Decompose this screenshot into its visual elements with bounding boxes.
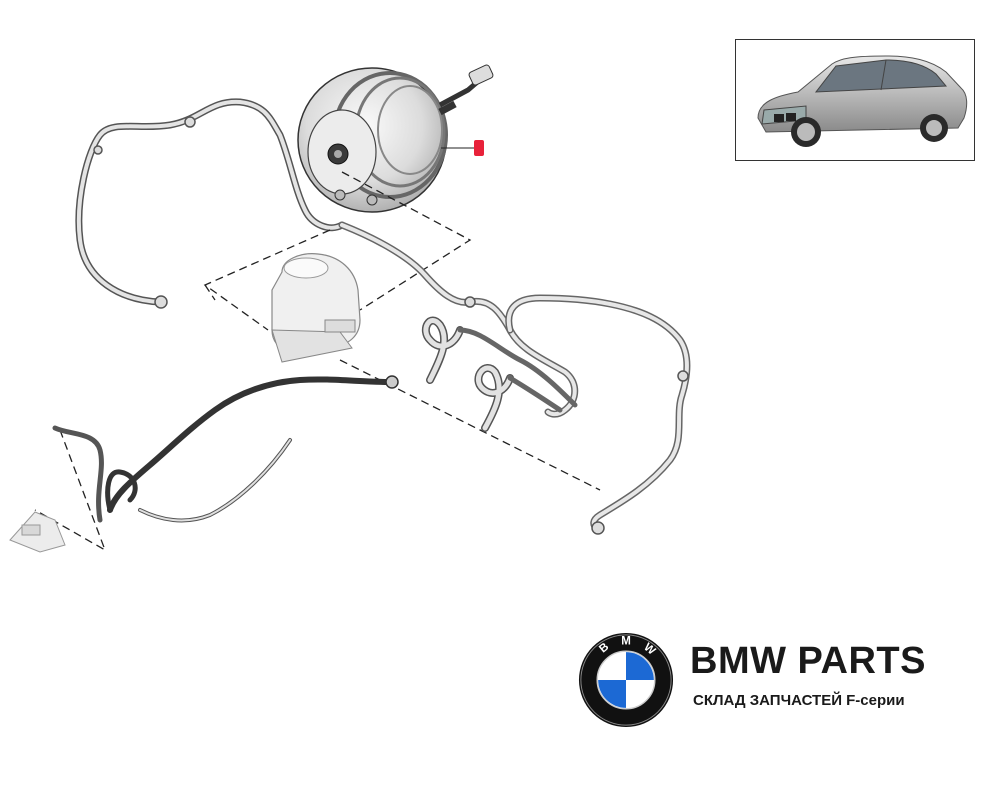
part-callout-marker[interactable]: [474, 140, 484, 156]
brand-subtitle: СКЛАД ЗАПЧАСТЕЙ F-серии: [693, 692, 905, 709]
abs-sensor-bracket: [9, 511, 66, 553]
pipe-fitting-icon: [677, 370, 689, 382]
bmw-logo-icon: B M W: [578, 632, 674, 728]
brake-fluid-reservoir: [271, 253, 361, 363]
pipe-fitting-icon: [464, 296, 476, 308]
pipe-fitting-icon: [154, 295, 168, 309]
pipe-fitting-icon: [184, 116, 196, 128]
brake-line-main: [105, 375, 399, 513]
pipe-fitting-icon: [93, 145, 103, 155]
brand-title: BMW PARTS: [690, 640, 926, 682]
brake-line-left: [75, 98, 346, 309]
sedan-icon: [757, 55, 968, 147]
vehicle-thumbnail: [735, 39, 975, 161]
pipe-fitting-icon: [591, 521, 605, 535]
brake-line-lower-left: [52, 425, 292, 523]
assembly-guide-lines: [34, 171, 601, 552]
brake-booster: [297, 64, 494, 213]
brake-hoses: [421, 316, 578, 432]
brake-line-right: [338, 221, 691, 535]
svg-text:M: M: [621, 635, 631, 647]
pipe-fitting-icon: [385, 375, 399, 389]
